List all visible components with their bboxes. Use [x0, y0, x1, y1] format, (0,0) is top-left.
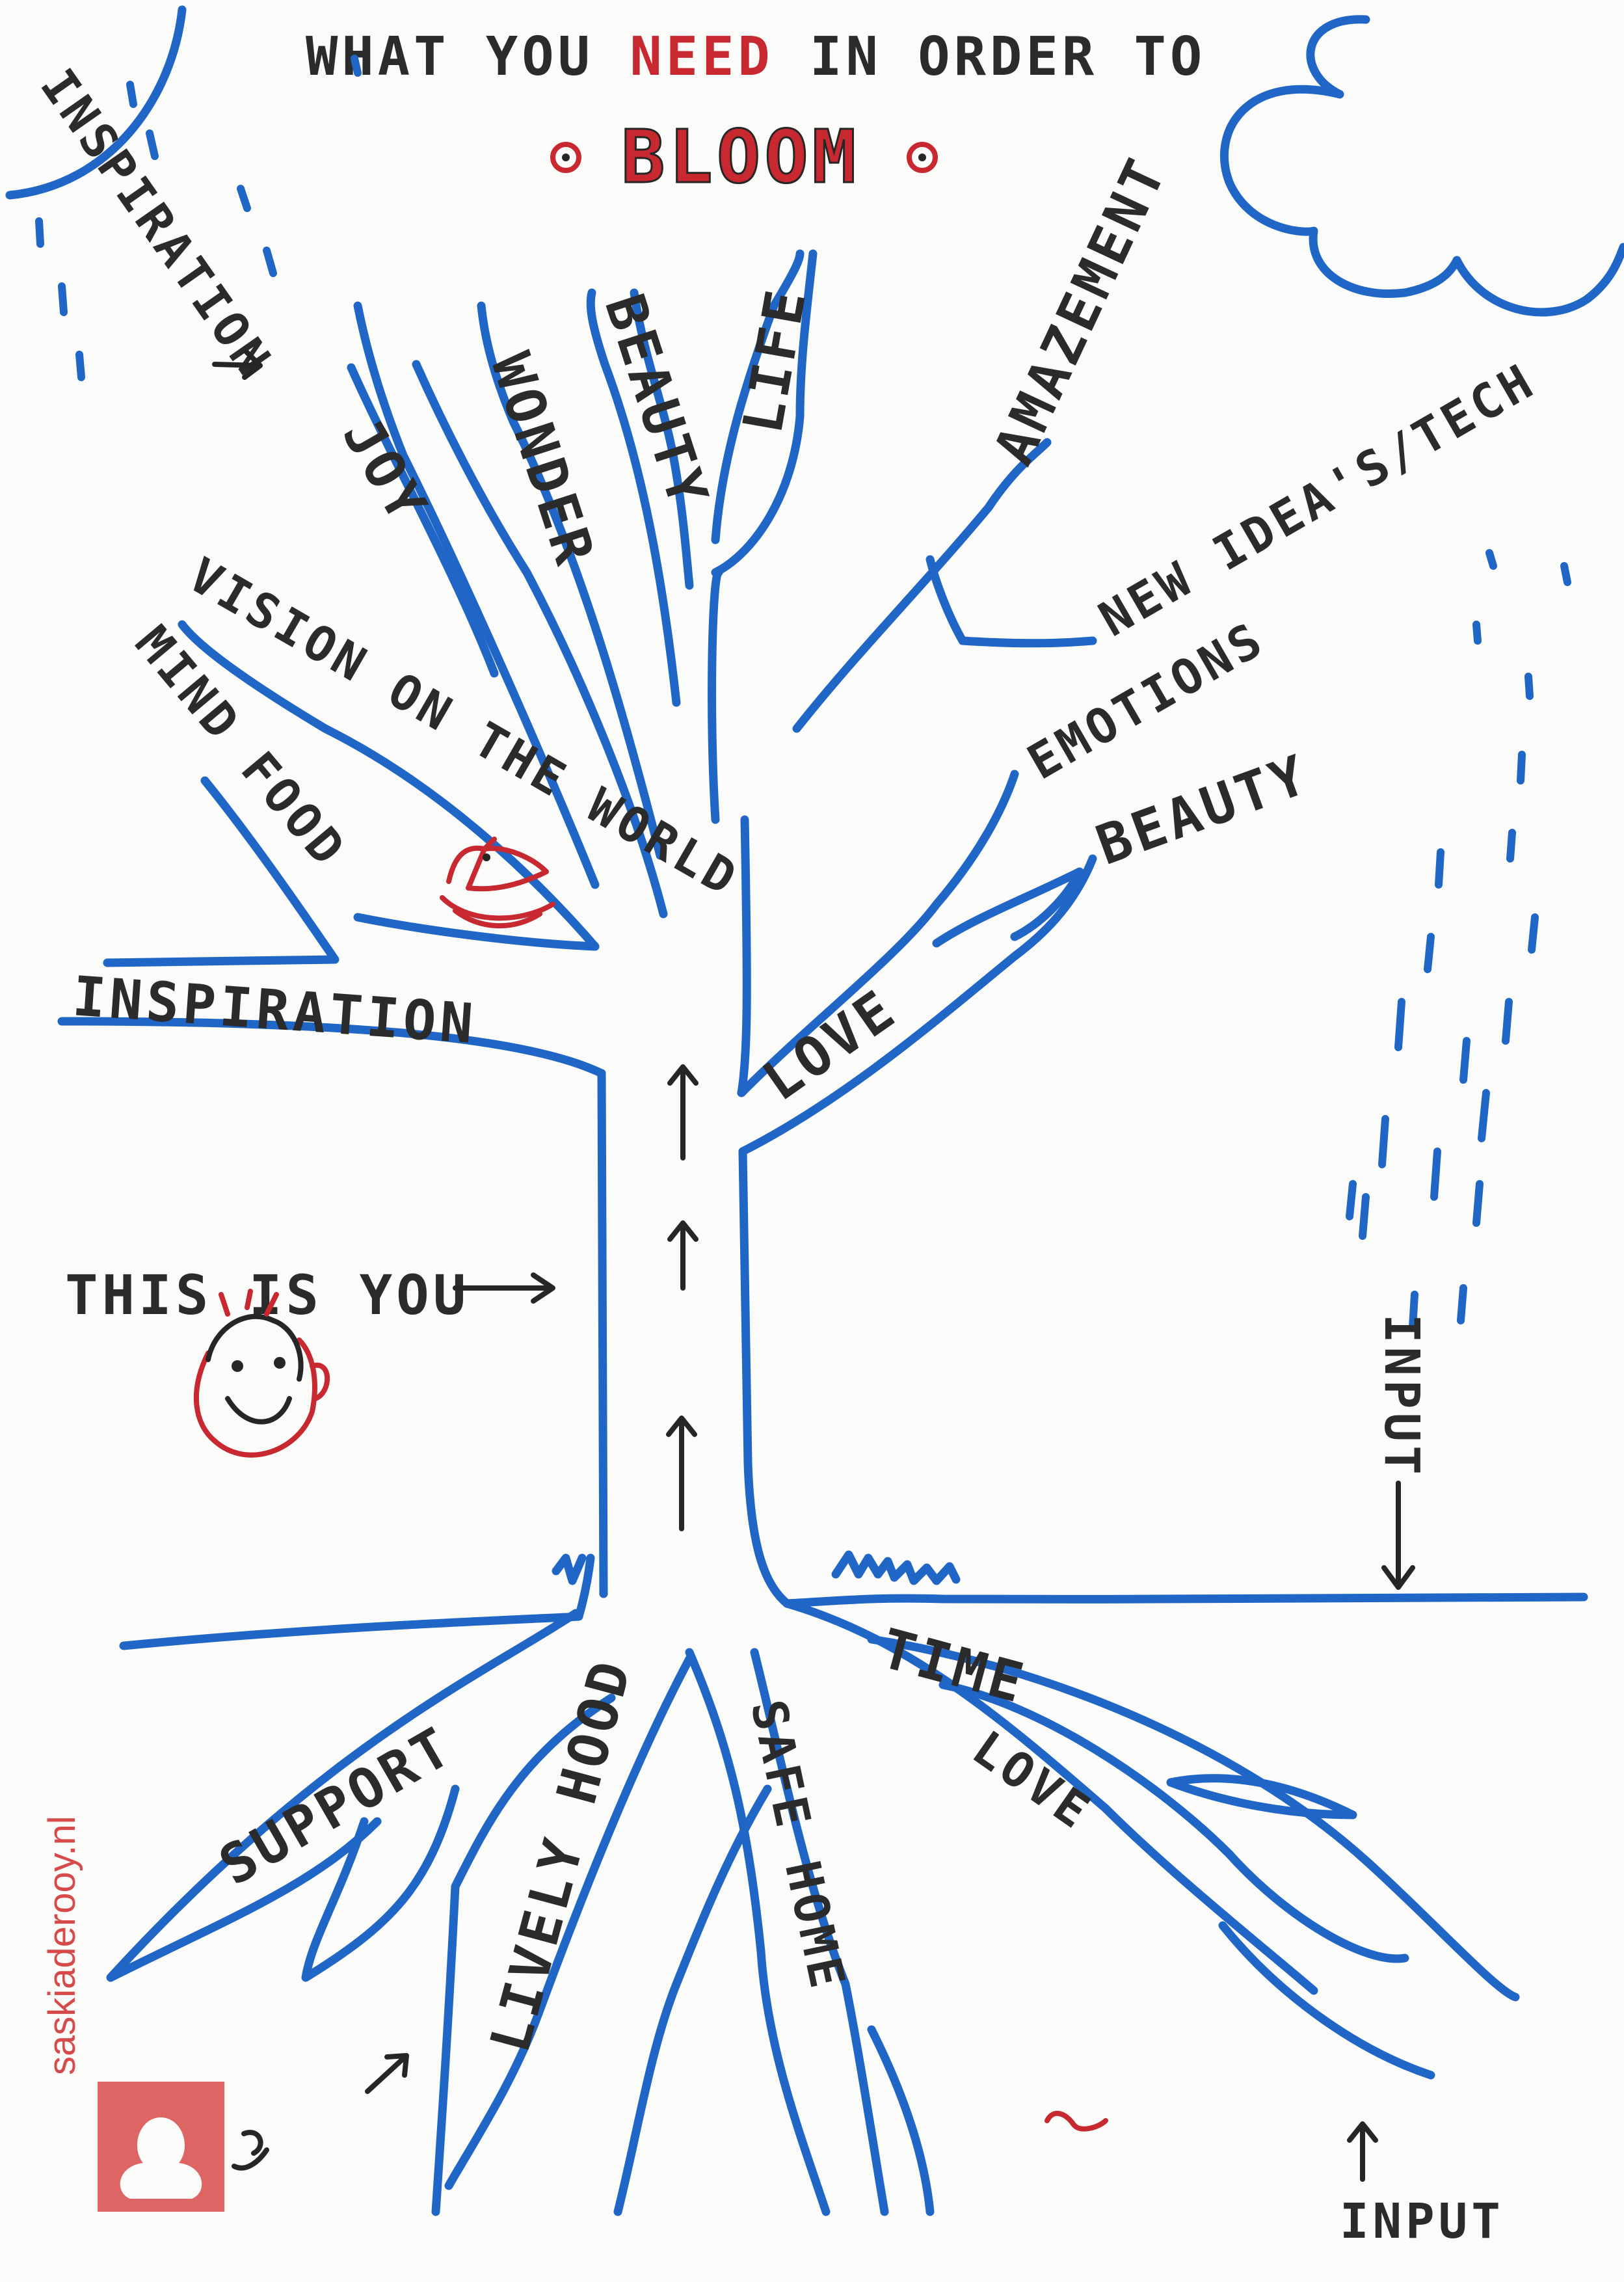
branch-label: LIFE [730, 282, 819, 438]
roots-outline [106, 1599, 1520, 2216]
cloud-icon [1219, 15, 1624, 317]
root-label: LIVELY HOOD [478, 1652, 645, 2059]
rain-drops [1346, 549, 1571, 1331]
bird-icon [440, 837, 555, 929]
branch-label: BEAUTY [1088, 742, 1317, 878]
branch-label: AMAZEMENT [981, 147, 1179, 474]
branch-label: NEW IDEA'S/TECH [1090, 353, 1545, 648]
flower-icon [550, 142, 581, 173]
rain-label: INPUT [1374, 1314, 1430, 1479]
branch-label: WONDER [479, 345, 607, 575]
sun-icon [5, 5, 187, 200]
root-label: TIME [875, 1617, 1033, 1716]
logo-stamp [98, 2082, 224, 2212]
flower-icon [907, 142, 938, 173]
ground-input-label: INPUT [1340, 2194, 1504, 2249]
tree-outline [57, 249, 1588, 1650]
arrow-icon [1381, 1481, 1415, 1590]
arrow-icon [1347, 2121, 1378, 2182]
title-line: WHAT YOU NEED IN ORDER TO [306, 26, 1206, 88]
sunshine-rays [35, 55, 362, 381]
signature-mark [1045, 2110, 1108, 2132]
bloom-title: BLOOM [621, 115, 860, 200]
arrow-icon [365, 2053, 409, 2094]
arrow-icon [453, 1272, 555, 1304]
growth-arrows [666, 1064, 699, 1531]
face-icon [193, 1289, 330, 1458]
site-url: saskiaderooy.nl [41, 1816, 83, 2075]
sun-label: INSPIRATION [29, 59, 282, 388]
branch-label: LOVE [751, 976, 909, 1113]
signature-mark [232, 2130, 269, 2171]
branch-label: INSPIRATION [71, 964, 479, 1056]
branch-label: BEAUTY [592, 287, 721, 517]
arrow-icon [212, 349, 263, 380]
